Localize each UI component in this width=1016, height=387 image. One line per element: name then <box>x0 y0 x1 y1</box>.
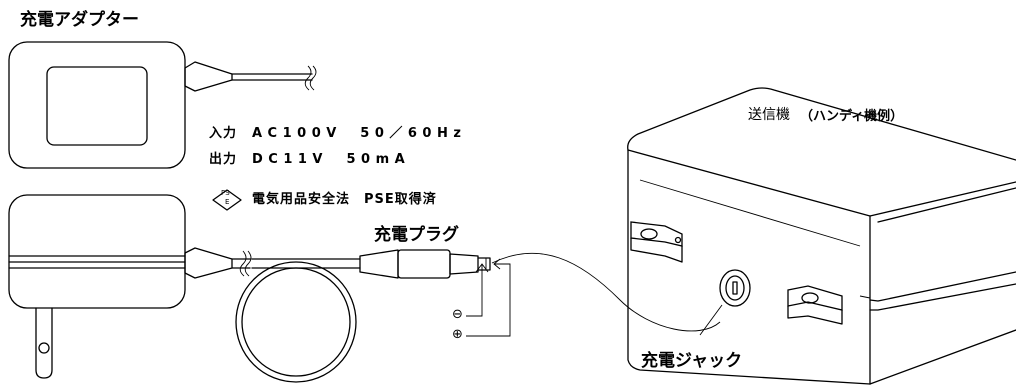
output-value: DC11V 50mA <box>252 152 411 167</box>
transmitter-body <box>627 87 1016 385</box>
transmitter-note: （ハンディ機例） <box>800 109 904 124</box>
pse-text: 電気用品安全法 PSE取得済 <box>252 192 437 207</box>
connection-curve <box>491 252 721 332</box>
adapter-top-view <box>8 41 317 169</box>
pse-mark-icon <box>212 189 242 211</box>
adapter-title: 充電アダプター <box>20 10 139 30</box>
output-label: 出力 <box>209 152 238 167</box>
pse-mark-bottom: E <box>225 198 230 206</box>
plug-label: 充電プラグ <box>374 225 459 245</box>
minus-symbol: ⊖ <box>452 307 463 322</box>
jack-label: 充電ジャック <box>641 351 743 371</box>
input-label: 入力 <box>209 126 238 141</box>
plus-symbol: ⊕ <box>452 327 463 342</box>
pse-mark-top: PS <box>221 189 230 197</box>
input-value: AC100V 50／60Hz <box>252 126 467 141</box>
transmitter-label: 送信機 <box>748 107 790 123</box>
adapter-side-view <box>8 194 491 383</box>
